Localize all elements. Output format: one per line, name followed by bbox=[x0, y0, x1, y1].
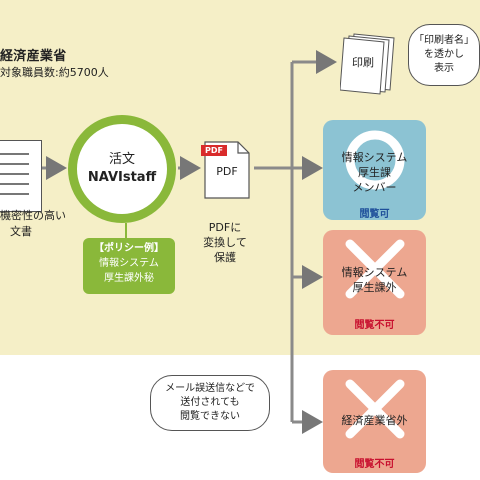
outcome-outside-ministry-box bbox=[323, 370, 426, 473]
pdf-caption: PDFに 変換して 保護 bbox=[203, 221, 247, 264]
cross-ng-icon bbox=[345, 379, 405, 439]
navistaff-node: 活文 NAVIstaff bbox=[68, 115, 176, 223]
outcome-member-label: 情報システム 厚生課 メンバー bbox=[341, 151, 408, 194]
policy-line2: 厚生課外秘 bbox=[104, 273, 154, 284]
pdf-text: PDF bbox=[216, 165, 238, 178]
outcome-member-status: 閲覧可 bbox=[359, 209, 390, 220]
outcome-outside-section-status: 閲覧不可 bbox=[354, 320, 395, 331]
mail-misdelivery-note: メール誤送信などで 送付されても 閲覧できない bbox=[150, 375, 270, 431]
tool-name-line1: 活文 bbox=[108, 152, 135, 167]
tool-name-line2: NAVIstaff bbox=[87, 170, 157, 185]
outcome-outside-section-label: 情報システム 厚生課外 bbox=[341, 266, 408, 294]
policy-heading: 【ポリシー例】 bbox=[94, 243, 164, 254]
printed-pages-icon bbox=[340, 33, 395, 95]
circle-ok-icon bbox=[345, 130, 405, 190]
policy-box: 【ポリシー例】 情報システム 厚生課外秘 bbox=[83, 238, 175, 294]
document-icon bbox=[0, 140, 42, 212]
print-label: 印刷 bbox=[352, 56, 374, 69]
pdf-icon: PDF PDF bbox=[201, 141, 250, 199]
outcome-outside-section-box bbox=[323, 230, 426, 335]
outcome-outside-ministry-label: 経済産業省外 bbox=[341, 414, 408, 427]
watermark-note: 「印刷者名」 を透かし 表示 bbox=[408, 24, 480, 86]
document-label: 機密性の高い 文書 bbox=[0, 209, 66, 238]
staff-count: 対象職員数:約5700人 bbox=[0, 66, 109, 79]
policy-line1: 情報システム bbox=[99, 258, 159, 269]
ministry-title: 経済産業省 bbox=[0, 49, 67, 64]
pdf-badge: PDF bbox=[201, 145, 227, 156]
outcome-outside-ministry-status: 閲覧不可 bbox=[354, 459, 395, 470]
cross-ng-icon bbox=[345, 239, 405, 299]
